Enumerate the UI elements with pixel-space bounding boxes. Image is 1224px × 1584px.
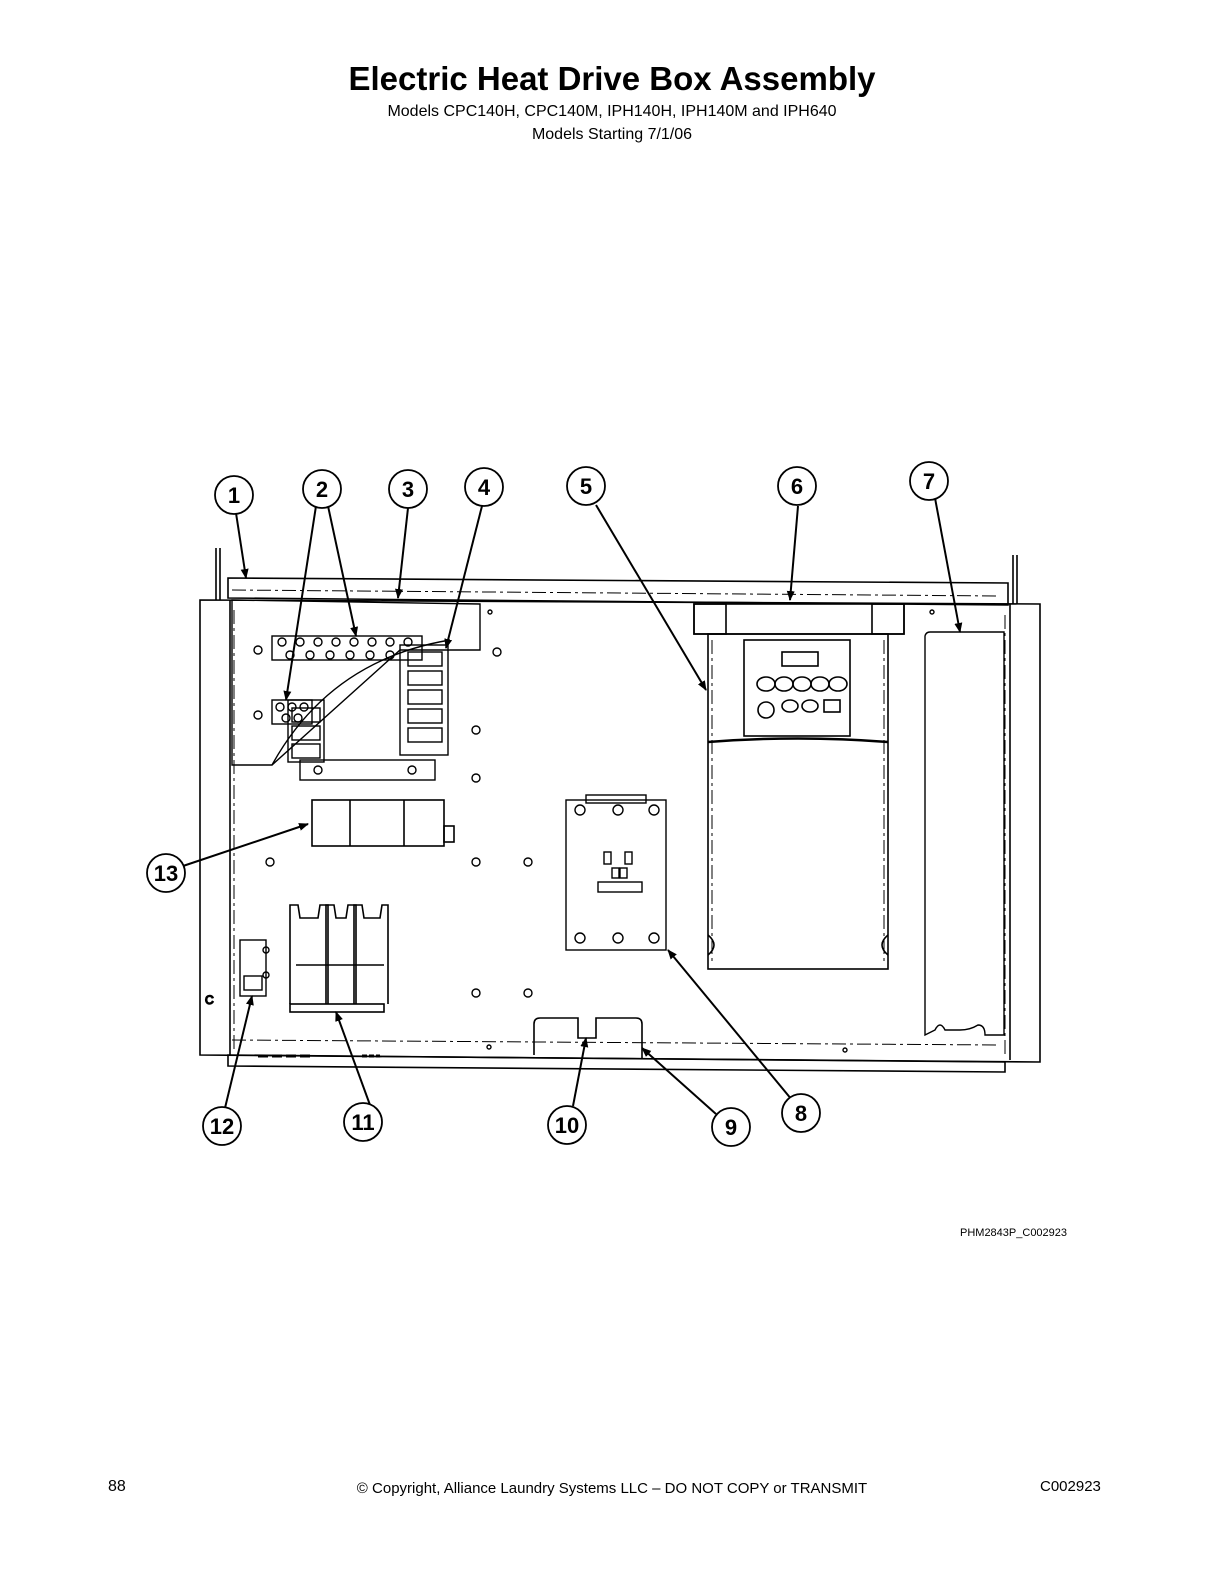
callout-1: 1 bbox=[214, 475, 254, 515]
callout-8: 8 bbox=[781, 1093, 821, 1133]
leader-lines bbox=[182, 497, 963, 1115]
callout-12: 12 bbox=[202, 1106, 242, 1146]
drive-unit bbox=[693, 603, 905, 970]
box-frame bbox=[199, 548, 1041, 1073]
svg-text:2: 2 bbox=[316, 477, 328, 502]
copyright-notice: © Copyright, Alliance Laundry Systems LL… bbox=[356, 1480, 868, 1497]
svg-text:5: 5 bbox=[580, 474, 592, 499]
svg-text:C: C bbox=[205, 993, 214, 1007]
callout-2: 2 bbox=[302, 469, 342, 509]
callout-3: 3 bbox=[388, 469, 428, 509]
fuse-block bbox=[399, 644, 449, 756]
models-starting: Models Starting 7/1/06 bbox=[531, 126, 693, 143]
terminal-plate bbox=[231, 599, 481, 781]
callout-6: 6 bbox=[777, 466, 817, 506]
document-code: C002923 bbox=[1040, 1478, 1101, 1495]
svg-text:4: 4 bbox=[478, 475, 491, 500]
terminal-strip-top bbox=[271, 635, 423, 661]
contactor bbox=[565, 794, 667, 951]
svg-text:9: 9 bbox=[725, 1115, 737, 1140]
callout-10: 10 bbox=[547, 1105, 587, 1145]
svg-text:3: 3 bbox=[402, 477, 414, 502]
callout-9: 9 bbox=[711, 1107, 751, 1147]
mounting-holes bbox=[253, 609, 935, 1053]
bottom-brackets bbox=[258, 1017, 643, 1058]
callouts: 1 2 3 4 5 6 7 8 9 10 11 12 13 bbox=[146, 461, 949, 1147]
svg-text:6: 6 bbox=[791, 474, 803, 499]
filter-module bbox=[311, 799, 455, 847]
models-subtitle: Models CPC140H, CPC140M, IPH140H, IPH140… bbox=[387, 103, 837, 120]
svg-text:11: 11 bbox=[351, 1110, 374, 1135]
callout-4: 4 bbox=[464, 467, 504, 507]
callout-11: 11 bbox=[343, 1102, 383, 1142]
relay-block bbox=[287, 699, 325, 763]
side-panel bbox=[924, 631, 1005, 1037]
callout-7: 7 bbox=[909, 461, 949, 501]
page-title: Electric Heat Drive Box Assembly bbox=[348, 60, 876, 97]
callout-5: 5 bbox=[566, 466, 606, 506]
svg-text:8: 8 bbox=[795, 1101, 807, 1126]
figure-id: PHM2843P_C002923 bbox=[960, 1227, 1068, 1239]
page-number: 88 bbox=[108, 1478, 126, 1495]
svg-text:12: 12 bbox=[210, 1114, 234, 1139]
fuse-holders bbox=[289, 904, 389, 1013]
callout-13: 13 bbox=[146, 853, 186, 893]
svg-text:10: 10 bbox=[555, 1113, 579, 1138]
svg-text:7: 7 bbox=[923, 469, 935, 494]
svg-text:13: 13 bbox=[154, 861, 178, 886]
ground-lug: C bbox=[204, 939, 270, 1008]
svg-text:1: 1 bbox=[228, 483, 240, 508]
